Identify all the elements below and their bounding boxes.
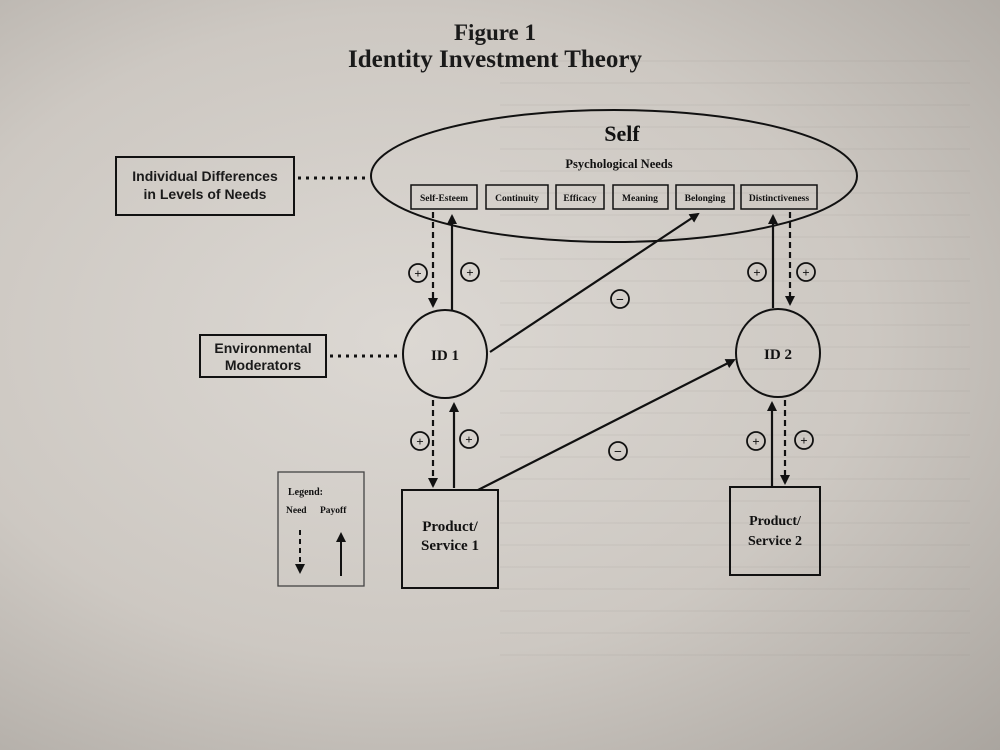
sign-text: +	[466, 265, 473, 280]
box-line-2: in Levels of Needs	[144, 186, 267, 202]
need-label: Meaning	[622, 194, 658, 204]
id2-circle: ID 2	[735, 308, 821, 398]
id2-label: ID 2	[764, 347, 792, 363]
need-box-self-esteem: Self-Esteem	[410, 184, 478, 210]
plus-sign-id1-product1-right: +	[459, 429, 479, 449]
sign-text: +	[416, 434, 423, 449]
product-line-1: Product/	[422, 519, 478, 535]
payoff-arrow-product1-to-id2	[477, 359, 736, 491]
need-box-efficacy: Efficacy	[555, 184, 605, 210]
plus-sign-id1-product1-left: +	[410, 431, 430, 451]
need-label: Efficacy	[563, 194, 596, 204]
psych-needs-label: Psychological Needs	[565, 157, 672, 171]
product-service-1-box: Product/ Service 1	[401, 489, 499, 589]
self-ellipse	[370, 109, 858, 243]
plus-sign-id2-product2-right: +	[794, 430, 814, 450]
need-box-meaning: Meaning	[612, 184, 669, 210]
sign-text: +	[465, 432, 472, 447]
plus-sign-self-id2-left: +	[747, 262, 767, 282]
sign-text: +	[800, 433, 807, 448]
legend-box: Legend: Need Payoff	[277, 471, 365, 587]
minus-sign-upper-diagonal: −	[610, 289, 630, 309]
product-line-2: Service 2	[748, 534, 802, 549]
product-line-1: Product/	[749, 514, 802, 529]
self-label: Self	[604, 121, 640, 146]
sign-text: +	[414, 266, 421, 281]
plus-sign-id2-product2-left: +	[746, 431, 766, 451]
need-label: Belonging	[685, 194, 726, 204]
need-label: Continuity	[495, 194, 539, 204]
sign-text: −	[616, 293, 624, 308]
plus-sign-self-id2-right: +	[796, 262, 816, 282]
product-line-2: Service 1	[421, 538, 479, 554]
need-box-distinctiveness: Distinctiveness	[740, 184, 818, 210]
legend-need-label: Need	[286, 506, 307, 516]
individual-differences-box: Individual Differences in Levels of Need…	[115, 156, 295, 216]
sign-text: +	[752, 434, 759, 449]
box-line-1: Individual Differences	[132, 168, 278, 184]
need-box-continuity: Continuity	[485, 184, 549, 210]
need-box-belonging: Belonging	[675, 184, 735, 210]
id1-circle: ID 1	[402, 309, 488, 399]
need-label: Distinctiveness	[749, 194, 809, 204]
plus-sign-self-id1-left: +	[408, 263, 428, 283]
legend-payoff-label: Payoff	[320, 506, 347, 516]
sign-text: +	[753, 265, 760, 280]
box-line-1: Environmental	[214, 340, 311, 356]
box-line-2: Moderators	[225, 357, 301, 373]
payoff-arrow-id1-to-belonging	[489, 212, 700, 353]
id1-label: ID 1	[431, 348, 459, 364]
need-label: Self-Esteem	[420, 194, 468, 204]
environmental-moderators-box: Environmental Moderators	[199, 334, 327, 378]
product-service-2-box: Product/ Service 2	[729, 486, 821, 576]
sign-text: +	[802, 265, 809, 280]
plus-sign-self-id1-right: +	[460, 262, 480, 282]
figure-title: Identity Investment Theory	[348, 46, 642, 73]
sign-text: −	[614, 445, 622, 460]
figure-number: Figure 1	[454, 20, 536, 45]
minus-sign-lower-diagonal: −	[608, 441, 628, 461]
legend-title: Legend:	[288, 487, 323, 498]
